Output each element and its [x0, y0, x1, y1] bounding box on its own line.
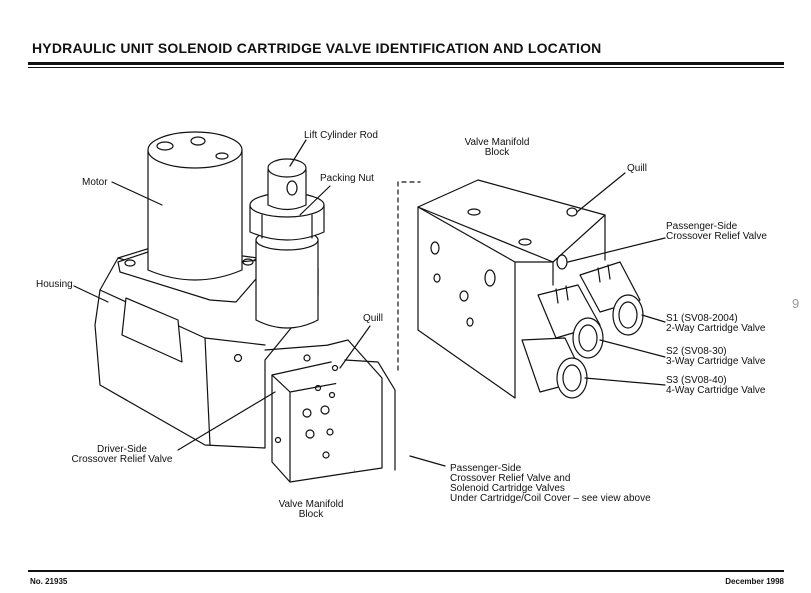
label-right-valve-manifold-line2: Block — [484, 147, 510, 158]
header-rule-thin — [28, 67, 784, 68]
label-driver-side: Driver-Side Crossover Relief Valve — [62, 445, 182, 465]
label-left-valve-manifold-line2: Block — [298, 509, 324, 520]
left-hydraulic-unit — [73, 131, 446, 483]
label-passenger-side: Passenger-Side Crossover Relief Valve — [666, 222, 767, 242]
label-driver-side-line1: Driver-Side — [96, 444, 147, 455]
footer-rule — [28, 570, 784, 572]
right-manifold-block — [417, 179, 606, 263]
doc-number: No. 21935 — [30, 577, 68, 586]
motor-body — [147, 149, 243, 281]
page-number: 9 — [792, 296, 800, 311]
doc-date: December 1998 — [725, 577, 784, 586]
label-passenger-side-line1: Passenger-Side — [666, 221, 738, 232]
label-passenger-side-line2: Crossover Relief Valve — [666, 231, 767, 242]
label-quill-left: Quill — [363, 313, 384, 324]
label-packing-nut: Packing Nut — [320, 173, 374, 184]
label-right-valve-manifold-line1: Valve Manifold — [464, 137, 530, 148]
label-lift-cylinder-rod: Lift Cylinder Rod — [304, 130, 378, 141]
label-left-valve-manifold-line1: Valve Manifold — [278, 499, 344, 510]
label-s2: S2 (SV08-30) 3-Way Cartridge Valve — [666, 347, 765, 367]
label-quill-right: Quill — [627, 163, 648, 174]
label-s3: S3 (SV08-40) 4-Way Cartridge Valve — [666, 376, 765, 396]
view-dashed-line — [397, 181, 421, 371]
label-left-valve-manifold: Valve Manifold Block — [262, 500, 360, 520]
label-passenger-note-line2: Crossover Relief Valve and — [450, 473, 571, 484]
label-housing: Housing — [36, 279, 73, 290]
label-driver-side-line2: Crossover Relief Valve — [71, 454, 173, 465]
label-passenger-side-note: Passenger-Side Crossover Relief Valve an… — [450, 464, 651, 504]
housing-window — [121, 297, 183, 363]
label-motor: Motor — [82, 177, 108, 188]
label-s2-line2: 3-Way Cartridge Valve — [666, 356, 766, 367]
label-s3-line2: 4-Way Cartridge Valve — [666, 385, 766, 396]
label-passenger-note-line4: Under Cartridge/Coil Cover – see view ab… — [450, 493, 651, 504]
page-title: HYDRAULIC UNIT SOLENOID CARTRIDGE VALVE … — [32, 40, 602, 56]
label-s2-line1: S2 (SV08-30) — [666, 346, 727, 357]
label-s1: S1 (SV08-2004) 2-Way Cartridge Valve — [666, 314, 765, 334]
label-s1-line1: S1 (SV08-2004) — [666, 313, 738, 324]
right-manifold-assembly — [397, 172, 666, 399]
label-s3-line1: S3 (SV08-40) — [666, 375, 727, 386]
label-s1-line2: 2-Way Cartridge Valve — [666, 323, 766, 334]
label-passenger-note-line3: Solenoid Cartridge Valves — [450, 483, 565, 494]
label-passenger-note-line1: Passenger-Side — [450, 463, 522, 474]
cylinder-column — [255, 239, 319, 329]
header-rule — [28, 62, 784, 65]
label-right-valve-manifold: Valve Manifold Block — [452, 138, 542, 158]
